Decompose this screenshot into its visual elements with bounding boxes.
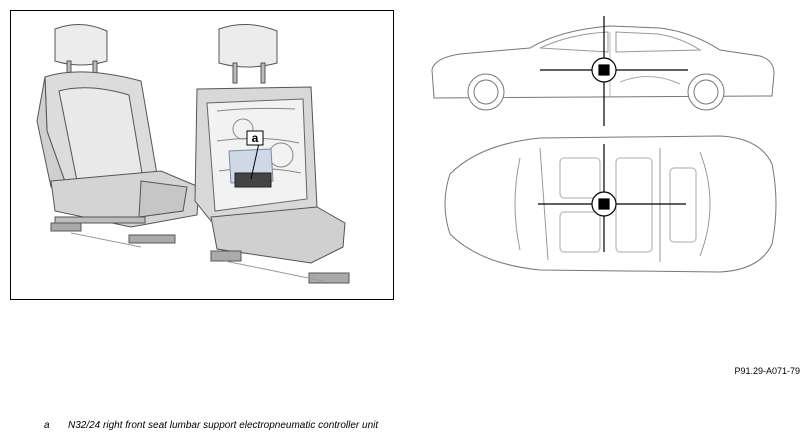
vehicle-location-diagrams bbox=[420, 8, 800, 308]
figure-reference-code: P91.29-A071-79 bbox=[734, 366, 800, 376]
side-view-locator-icon bbox=[540, 16, 688, 126]
legend-key: a bbox=[44, 420, 50, 431]
callout-box bbox=[246, 130, 264, 146]
seat-illustration-frame: a bbox=[10, 10, 394, 300]
callout-leader-line bbox=[250, 142, 260, 180]
top-view-locator-icon bbox=[538, 144, 686, 252]
seat-illustration: a bbox=[36, 24, 350, 284]
vehicle-diagrams bbox=[431, 16, 777, 273]
seat-rear-view-icon bbox=[194, 24, 350, 284]
callout-label: a bbox=[252, 131, 259, 145]
seat-front-view-icon bbox=[36, 24, 200, 248]
legend-item: a N32/24 right front seat lumbar support… bbox=[44, 420, 378, 431]
legend-text: N32/24 right front seat lumbar support e… bbox=[68, 420, 379, 431]
